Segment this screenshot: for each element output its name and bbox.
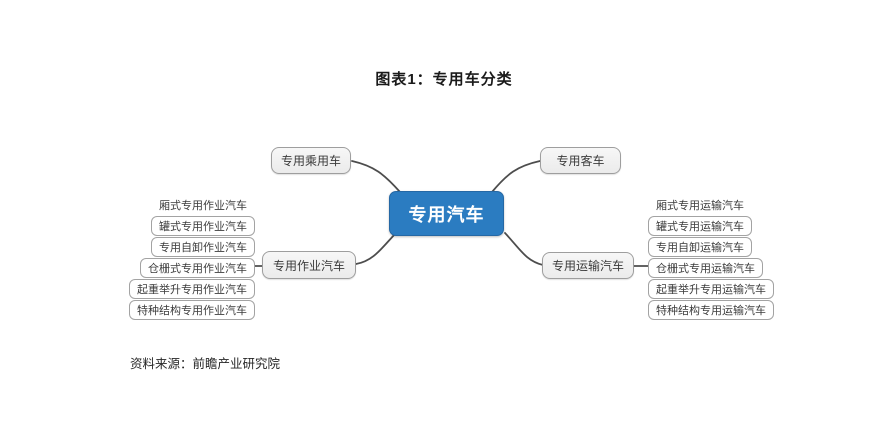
leaf-node: 仓栅式专用运输汽车 (648, 258, 763, 278)
leaf-node: 专用自卸运输汽车 (648, 237, 752, 257)
leaf-node: 专用自卸作业汽车 (151, 237, 255, 257)
leaf-node: 起重举升专用作业汽车 (129, 279, 255, 299)
edge-root-bus (491, 160, 541, 193)
branch-node-transport: 专用运输汽车 (542, 252, 634, 279)
leaf-node: 仓栅式专用作业汽车 (140, 258, 255, 278)
leaf-node: 罐式专用作业汽车 (151, 216, 255, 236)
root-node: 专用汽车 (389, 191, 504, 236)
edge-root-work (355, 233, 396, 265)
leaf-node: 特种结构专用作业汽车 (129, 300, 255, 320)
leaf-node: 厢式专用作业汽车 (159, 200, 247, 212)
work-leaf-column: 厢式专用作业汽车 罐式专用作业汽车 专用自卸作业汽车 仓栅式专用作业汽车 起重举… (118, 195, 255, 320)
branch-node-bus: 专用客车 (540, 147, 621, 174)
leaf-node: 起重举升专用运输汽车 (648, 279, 774, 299)
figure-title: 图表1：专用车分类 (375, 71, 513, 88)
leaf-node: 罐式专用运输汽车 (648, 216, 752, 236)
leaf-node: 特种结构专用运输汽车 (648, 300, 774, 320)
leaf-node: 厢式专用运输汽车 (656, 200, 744, 212)
source-note: 资料来源：前瞻产业研究院 (130, 357, 281, 371)
transport-leaf-column: 厢式专用运输汽车 罐式专用运输汽车 专用自卸运输汽车 仓栅式专用运输汽车 起重举… (648, 195, 785, 320)
branch-node-work: 专用作业汽车 (262, 251, 356, 279)
edge-root-passenger (351, 160, 401, 193)
branch-node-passenger: 专用乘用车 (271, 147, 351, 174)
edge-root-transport (504, 232, 544, 266)
